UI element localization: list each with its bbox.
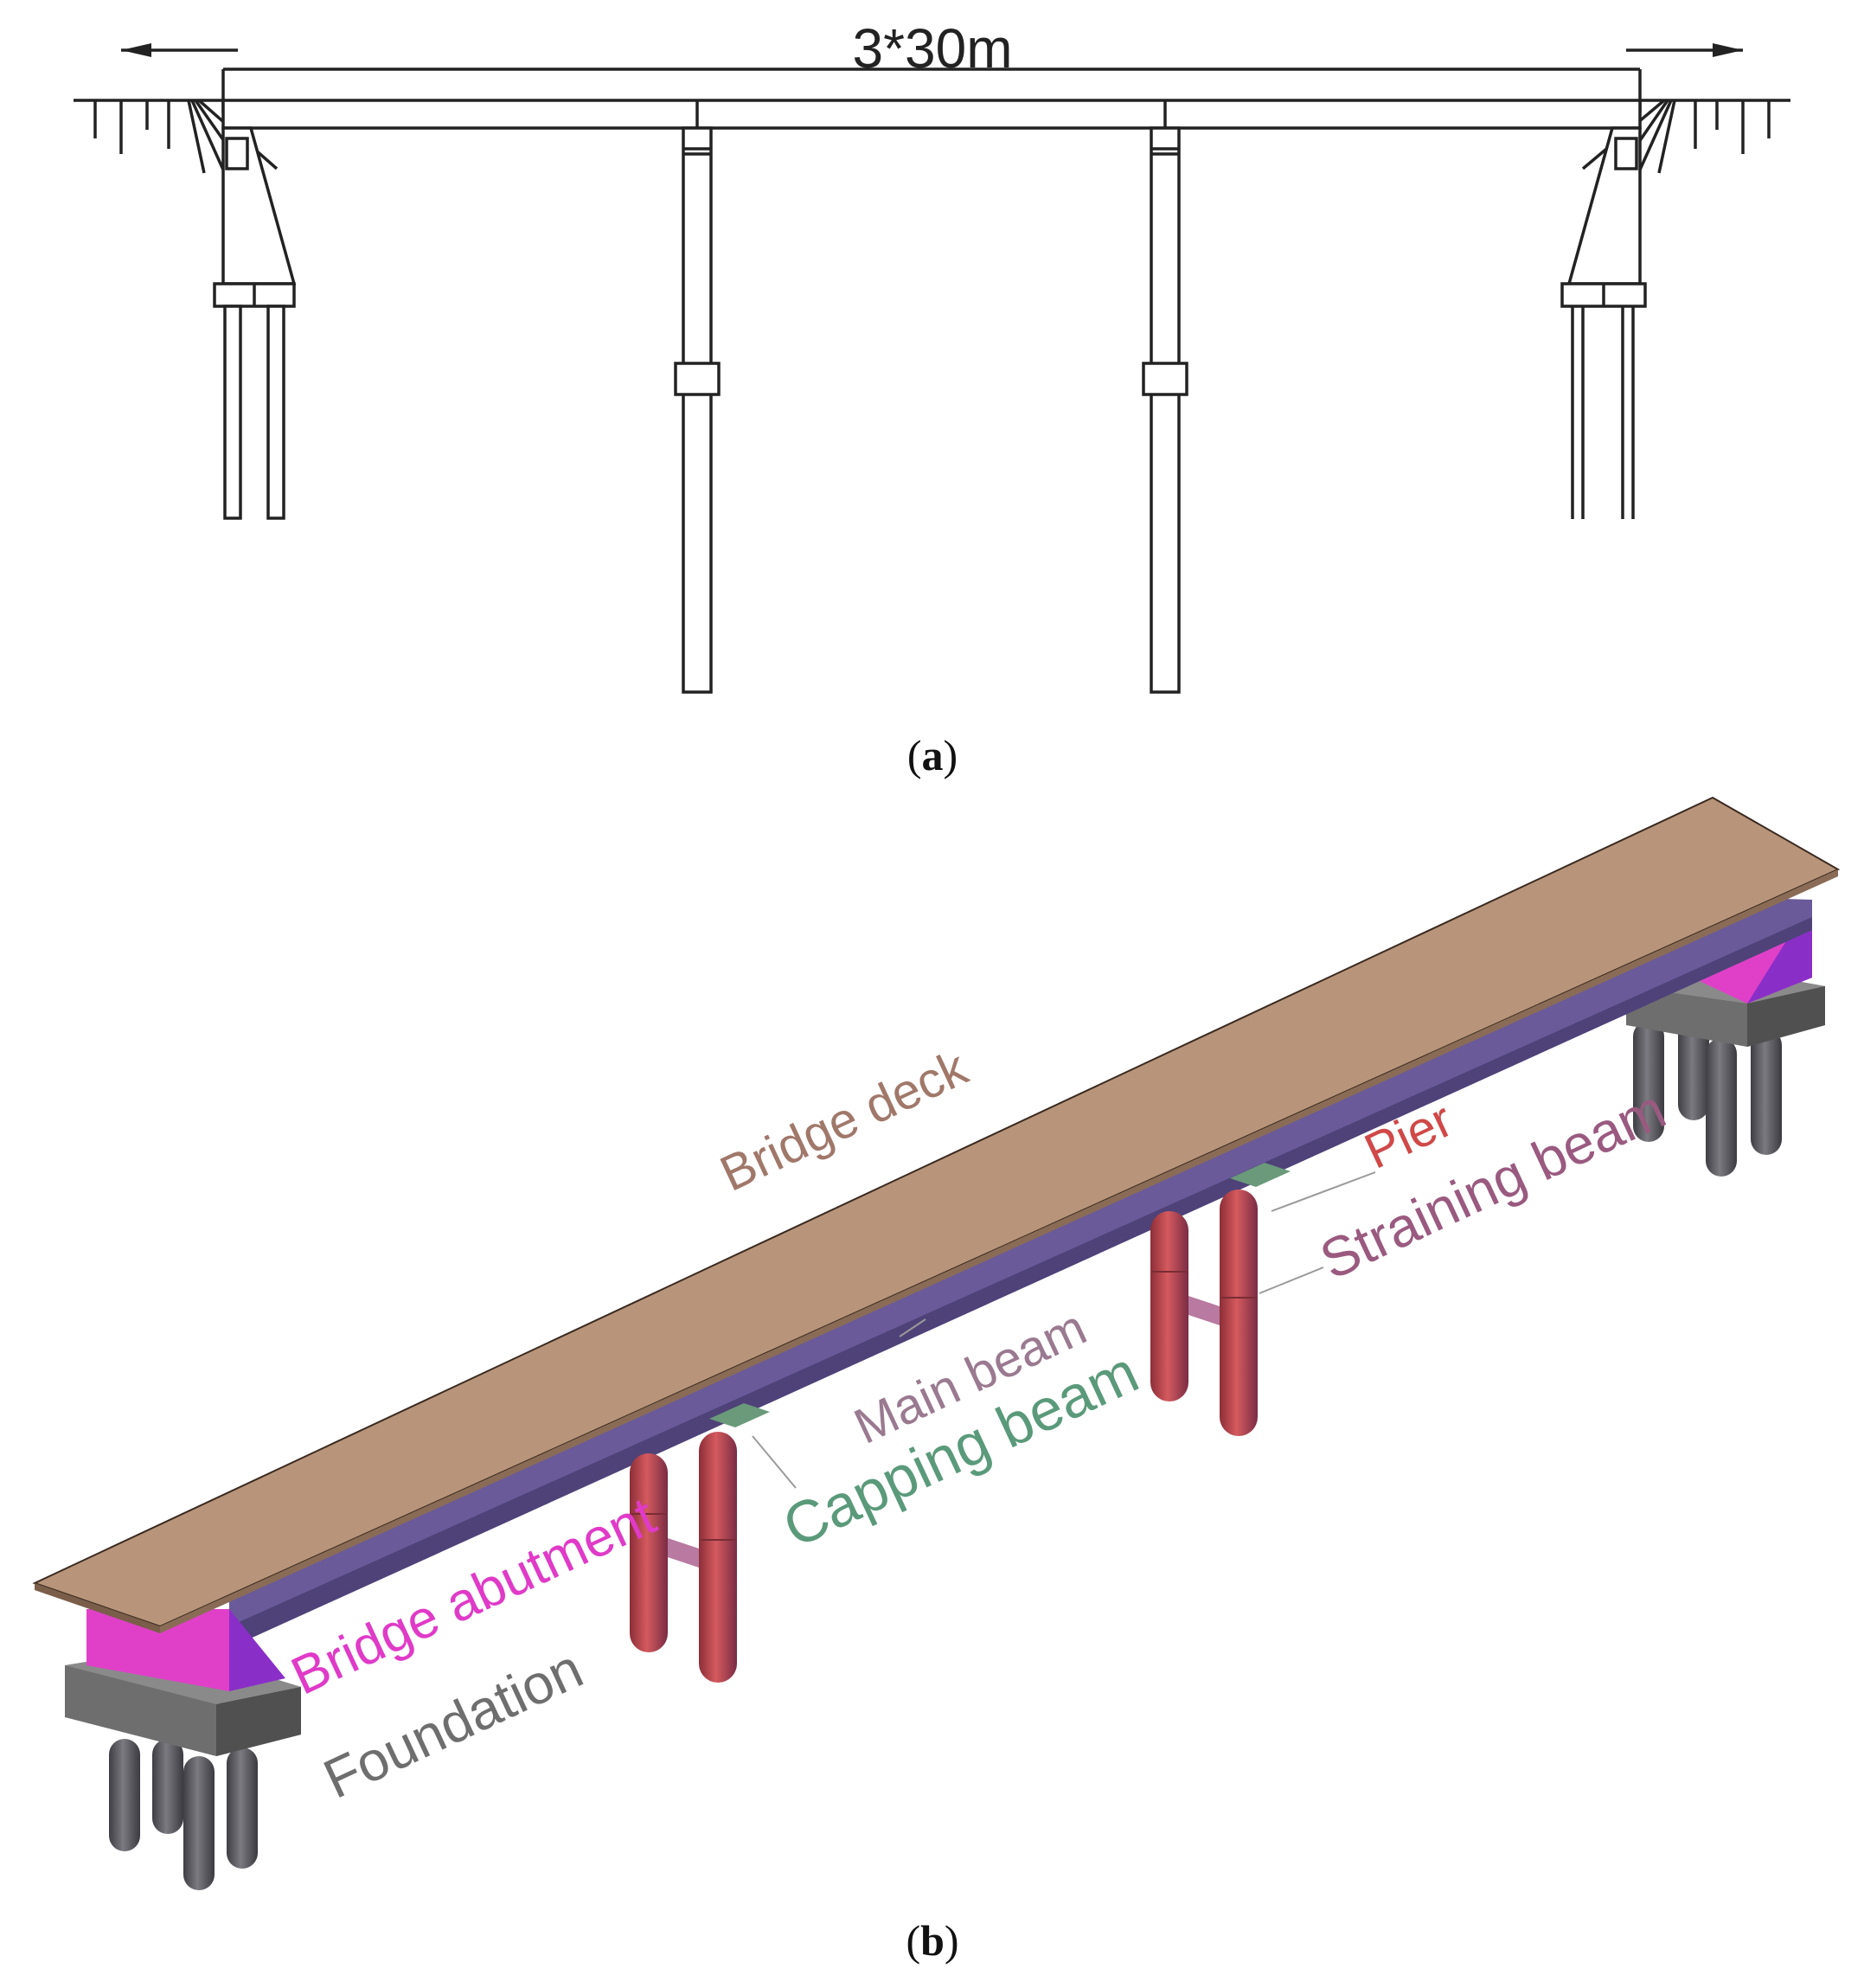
dimension-line xyxy=(121,43,1743,112)
pier-group-1 xyxy=(630,1403,770,1683)
model-3d xyxy=(32,796,1841,1890)
caption-b: (b) xyxy=(906,1916,958,1965)
leader-lines xyxy=(752,1171,1376,1489)
capping-beam-2 xyxy=(1230,1163,1291,1187)
bridge-deck xyxy=(32,796,1841,1633)
pier-group-2 xyxy=(1150,1163,1291,1436)
capping-beam-1 xyxy=(709,1403,770,1427)
straining-beam-2 xyxy=(1188,1296,1220,1325)
right-foundation-piles xyxy=(1633,1016,1782,1177)
elevation-left-abutment xyxy=(213,126,297,520)
elevation-right-abutment xyxy=(1560,126,1647,519)
elevation-pier-2 xyxy=(1142,126,1188,694)
left-abutment xyxy=(86,1609,285,1691)
left-foundation-piles xyxy=(109,1739,258,1890)
span-dimension-label: 3*30m xyxy=(853,17,1013,80)
straining-beam-1 xyxy=(668,1538,699,1568)
elevation-drawing: 3*30m xyxy=(74,17,1790,694)
elevation-pier-1 xyxy=(674,126,721,694)
elevation-deck xyxy=(221,99,1642,130)
caption-a: (a) xyxy=(907,731,958,779)
